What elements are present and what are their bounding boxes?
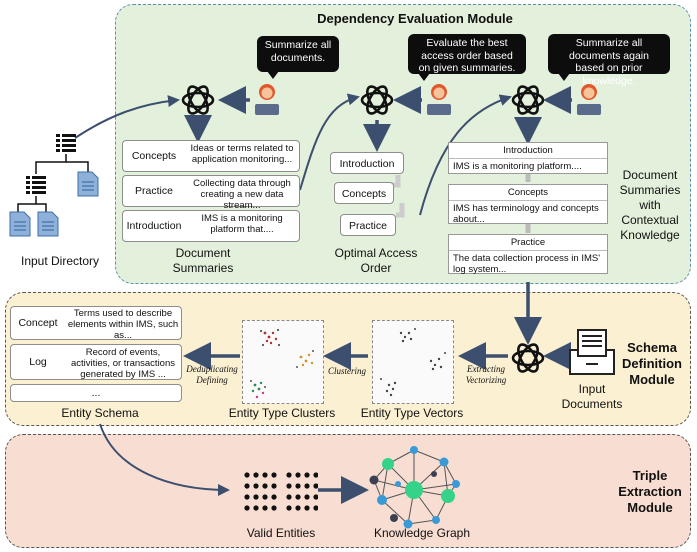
contextual-summary-card: Practice The data collection process in … [448,234,608,275]
entity-dot [253,505,259,511]
entity-dot [295,483,301,489]
entity-type-vectors-caption: Entity Type Vectors [360,406,464,420]
access-order-label: Practice [349,220,387,232]
entity-dot [304,472,310,478]
entity-dot [313,472,318,478]
ai-model-icon [511,343,545,373]
entity-dot [271,494,277,500]
entity-dot [262,472,268,478]
summary-label: Practice [135,185,173,197]
dependency-module-title: Dependency Evaluation Module [317,11,513,26]
summary-label: Introduction [126,220,182,232]
clustering-arrow-label: Clustering [327,366,366,376]
knowledge-graph-caption: Knowledge Graph [373,526,471,540]
entity-dot [253,472,259,478]
summary-text: IMS is a monitoring platform that.... [201,213,283,235]
entity-dot [313,483,318,489]
triple-module-title: Triple Extraction Module [618,468,682,515]
entity-schema-row: Log Record of events, activities, or tra… [10,344,182,380]
extract-arrow-label: Extracting Vectorizing [465,364,507,385]
entity-dot [262,494,268,500]
contextual-summary-text: IMS has terminology and concepts about..… [453,203,599,225]
entity-text: Terms used to describe elements within I… [67,308,179,341]
entity-dot [271,472,277,478]
entity-dot [304,483,310,489]
document-tray-icon [569,329,615,375]
contextual-summary-title: Introduction [449,143,607,159]
entity-dot [253,494,259,500]
contextual-summary-card: Concepts IMS has terminology and concept… [448,184,608,225]
folder-tree-icon [9,134,99,237]
entity-dot [244,472,250,478]
access-order-item: Concepts [334,182,394,204]
dedup-arrow-label: Deduplicating Defining [186,364,238,385]
entity-dot [313,494,318,500]
contextual-summary-title: Practice [449,235,607,251]
entity-dot [313,505,318,511]
access-order-label: Concepts [341,188,387,200]
entity-type-clusters-caption: Entity Type Clusters [228,406,336,420]
input-documents-caption: Input Documents [561,382,623,411]
entity-dot [295,505,301,511]
entity-label: Concept [18,317,58,329]
summary-row: Practice Collecting data through creatin… [122,175,300,211]
entity-dot [262,483,268,489]
access-order-item: Practice [340,214,396,236]
entity-dot [271,483,277,489]
bubble-summarize: Summarize all documents. [257,36,339,79]
entity-schema-caption: Entity Schema [61,406,139,420]
entity-dot [286,505,292,511]
user-at-laptop-icon [577,84,601,115]
entity-dot [295,472,301,478]
entity-schema-row: ... [10,384,182,402]
knowledge-graph-icon [369,446,460,529]
contextual-summary-text: The data collection process in IMS' log … [453,253,601,275]
access-order-item: Introduction [330,152,404,174]
summary-text: Ideas or terms related to application mo… [190,143,294,165]
entity-dot [244,494,250,500]
entity-type-vectors-plot [372,320,454,404]
entity-dot [271,505,277,511]
entity-text: Record of events, activities, or transac… [70,347,175,380]
contextual-caption: Document Summaries with Contextual Knowl… [619,168,681,242]
entity-dot [262,505,268,511]
entity-dot [295,494,301,500]
entity-schema-row: Concept Terms used to describe elements … [10,306,182,341]
entity-dot [253,483,259,489]
entity-dot [304,494,310,500]
valid-entities-caption: Valid Entities [246,526,316,540]
contextual-summary-card: Introduction IMS is a monitoring platfor… [448,142,608,174]
user-at-laptop-icon [255,84,279,115]
summary-label: Concepts [131,150,177,162]
summary-text: Collecting data through creating a new d… [193,178,291,211]
entity-label: Log [29,356,47,368]
document-summaries-caption: Document Summaries [172,246,234,275]
entity-dot [304,505,310,511]
optimal-access-order-caption: Optimal Access Order [334,246,418,275]
schema-module-title: Schema Definition Module [622,340,682,387]
access-order-label: Introduction [339,158,395,170]
ai-model-icon [511,85,545,115]
bubble-evaluate-order: Evaluate the best access order based on … [408,34,526,81]
entity-dot [286,472,292,478]
ai-model-icon [181,85,215,115]
entity-dot [286,483,292,489]
summary-row: Introduction IMS is a monitoring platfor… [122,210,300,242]
entity-dot [244,505,250,511]
entity-dot [244,483,250,489]
entity-dot [286,494,292,500]
user-at-laptop-icon [427,84,451,115]
entity-text: ... [91,387,101,399]
valid-entities-dots [244,472,318,511]
summary-row: Concepts Ideas or terms related to appli… [122,140,300,172]
entity-type-clusters-plot [242,320,324,404]
contextual-summary-title: Concepts [449,185,607,201]
bubble-summarize-again: Summarize all documents again based on p… [548,34,670,87]
input-directory-caption: Input Directory [20,254,100,268]
ai-model-icon [360,85,394,115]
contextual-summary-text: IMS is a monitoring platform.... [453,161,582,172]
